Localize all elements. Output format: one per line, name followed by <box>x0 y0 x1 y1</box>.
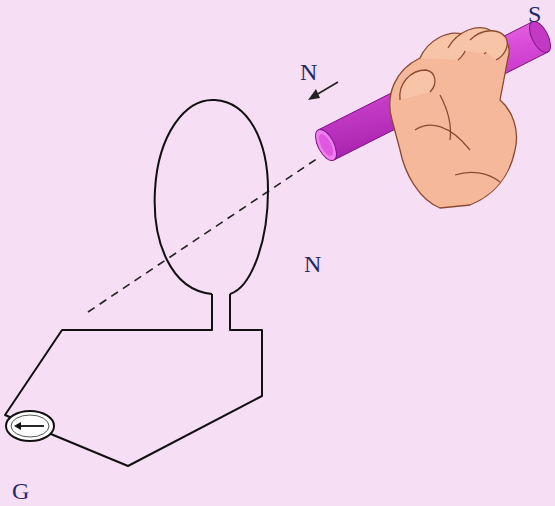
hand <box>390 28 517 208</box>
motion-arrow <box>308 82 338 100</box>
pole-label: N <box>300 60 317 84</box>
pole-label: N <box>304 252 321 276</box>
galvanometer-label: G <box>12 479 29 503</box>
circuit-wire <box>5 294 262 466</box>
wire-loop <box>155 100 268 294</box>
galvanometer <box>6 411 54 441</box>
axis-line <box>88 158 318 312</box>
pole-label: S <box>528 2 541 26</box>
